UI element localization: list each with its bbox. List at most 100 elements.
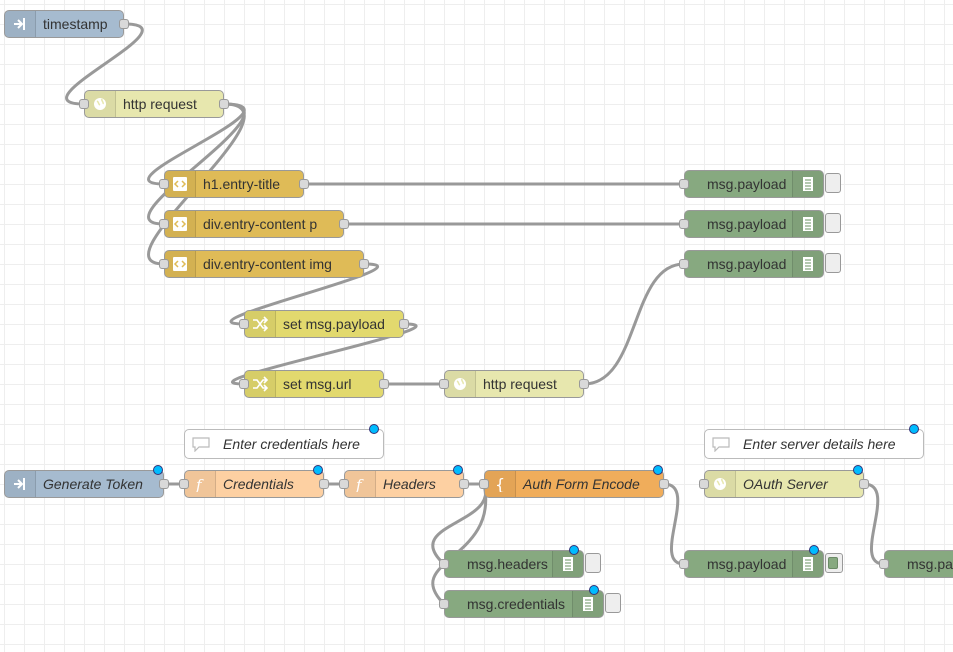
wire	[65, 22, 144, 106]
debug-node-5[interactable]: msg.pa	[879, 550, 953, 578]
debug-node-4[interactable]: msg.payload	[679, 545, 843, 578]
list-icon	[792, 551, 823, 577]
function-node-credentials[interactable]: f Credentials	[179, 465, 329, 498]
input-port[interactable]	[439, 379, 449, 389]
debug-node-3[interactable]: msg.payload	[679, 250, 841, 278]
debug-node-2[interactable]: msg.payload	[679, 210, 841, 238]
node-label: div.entry-content p	[203, 216, 318, 232]
input-port[interactable]	[159, 179, 169, 189]
input-port[interactable]	[679, 559, 689, 569]
output-port[interactable]	[119, 19, 129, 29]
list-icon	[552, 551, 583, 577]
input-port[interactable]	[679, 179, 689, 189]
template-node-auth-form-encode[interactable]: { Auth Form Encode	[479, 465, 669, 498]
output-port[interactable]	[459, 479, 469, 489]
svg-text:f: f	[195, 476, 204, 492]
output-port[interactable]	[299, 179, 309, 189]
changed-indicator	[313, 465, 323, 475]
wire	[662, 482, 686, 566]
input-port[interactable]	[179, 479, 189, 489]
node-label: msg.payload	[707, 176, 787, 192]
input-port[interactable]	[239, 379, 249, 389]
svg-text:{: {	[495, 476, 505, 492]
input-port[interactable]	[159, 219, 169, 229]
node-label: set msg.payload	[283, 316, 385, 332]
node-label: msg.headers	[467, 556, 548, 572]
http-request-node[interactable]: http request	[79, 90, 229, 118]
output-port[interactable]	[659, 479, 669, 489]
input-port[interactable]	[479, 479, 489, 489]
input-port[interactable]	[79, 99, 89, 109]
input-port[interactable]	[159, 259, 169, 269]
debug-toggle[interactable]	[825, 173, 841, 193]
output-port[interactable]	[379, 379, 389, 389]
node-label: msg.pa	[907, 556, 953, 572]
html-node-div-entry-content-p[interactable]: div.entry-content p	[159, 210, 349, 238]
output-port[interactable]	[579, 379, 589, 389]
list-icon	[792, 251, 823, 277]
debug-toggle[interactable]	[825, 553, 843, 573]
node-label: OAuth Server	[743, 476, 828, 492]
debug-toggle[interactable]	[605, 593, 621, 613]
comment-label: Enter credentials here	[223, 436, 360, 452]
changed-indicator	[369, 424, 379, 434]
input-port[interactable]	[439, 599, 449, 609]
debug-node-credentials[interactable]: msg.credentials	[439, 585, 621, 618]
arrow-in-icon[interactable]	[5, 11, 36, 37]
node-label: timestamp	[43, 16, 108, 32]
comment-node-server[interactable]: Enter server details here	[704, 424, 924, 459]
debug-node-1[interactable]: msg.payload	[679, 170, 841, 198]
changed-indicator	[909, 424, 919, 434]
debug-toggle[interactable]	[585, 553, 601, 573]
shuffle-icon	[245, 311, 276, 337]
node-label: msg.payload	[707, 256, 787, 272]
input-port[interactable]	[239, 319, 249, 329]
list-icon	[792, 171, 823, 197]
change-node-set-payload[interactable]: set msg.payload	[239, 310, 409, 338]
debug-toggle[interactable]	[825, 213, 841, 233]
node-label: Auth Form Encode	[523, 476, 640, 492]
output-port[interactable]	[319, 479, 329, 489]
wire	[862, 482, 886, 566]
http-request-node-2[interactable]: http request	[439, 370, 589, 398]
node-label: Generate Token	[43, 476, 143, 492]
speech-bubble-icon	[712, 437, 730, 452]
output-port[interactable]	[339, 219, 349, 229]
brace-icon: {	[485, 471, 516, 497]
changed-indicator	[569, 545, 579, 555]
input-port[interactable]	[339, 479, 349, 489]
inject-node-timestamp[interactable]: timestamp	[4, 10, 129, 38]
output-port[interactable]	[159, 479, 169, 489]
html-node-div-entry-content-img[interactable]: div.entry-content img	[159, 250, 369, 278]
comment-label: Enter server details here	[743, 436, 896, 452]
node-label: Credentials	[223, 476, 294, 492]
input-port[interactable]	[679, 219, 689, 229]
changed-indicator	[853, 465, 863, 475]
changed-indicator	[453, 465, 463, 475]
node-label: msg.payload	[707, 556, 787, 572]
output-port[interactable]	[859, 479, 869, 489]
output-port[interactable]	[359, 259, 369, 269]
http-request-node-oauth-server[interactable]: OAuth Server	[699, 465, 869, 498]
debug-node-headers[interactable]: msg.headers	[439, 545, 601, 578]
comment-node-credentials[interactable]: Enter credentials here	[184, 424, 384, 459]
changed-indicator	[653, 465, 663, 475]
wire	[229, 262, 379, 326]
input-port[interactable]	[879, 559, 889, 569]
html-node-h1-entry-title[interactable]: h1.entry-title	[159, 170, 309, 198]
input-port[interactable]	[679, 259, 689, 269]
arrow-in-icon[interactable]	[5, 471, 36, 497]
debug-toggle[interactable]	[825, 253, 841, 273]
input-port[interactable]	[439, 559, 449, 569]
wire	[431, 482, 488, 606]
inject-node-generate-token[interactable]: Generate Token	[4, 465, 169, 498]
output-port[interactable]	[219, 99, 229, 109]
change-node-set-url[interactable]: set msg.url	[239, 370, 389, 398]
function-node-headers[interactable]: f Headers	[339, 465, 469, 498]
output-port[interactable]	[399, 319, 409, 329]
list-icon	[792, 211, 823, 237]
globe-icon	[445, 371, 476, 397]
changed-indicator	[809, 545, 819, 555]
input-port[interactable]	[699, 479, 709, 489]
